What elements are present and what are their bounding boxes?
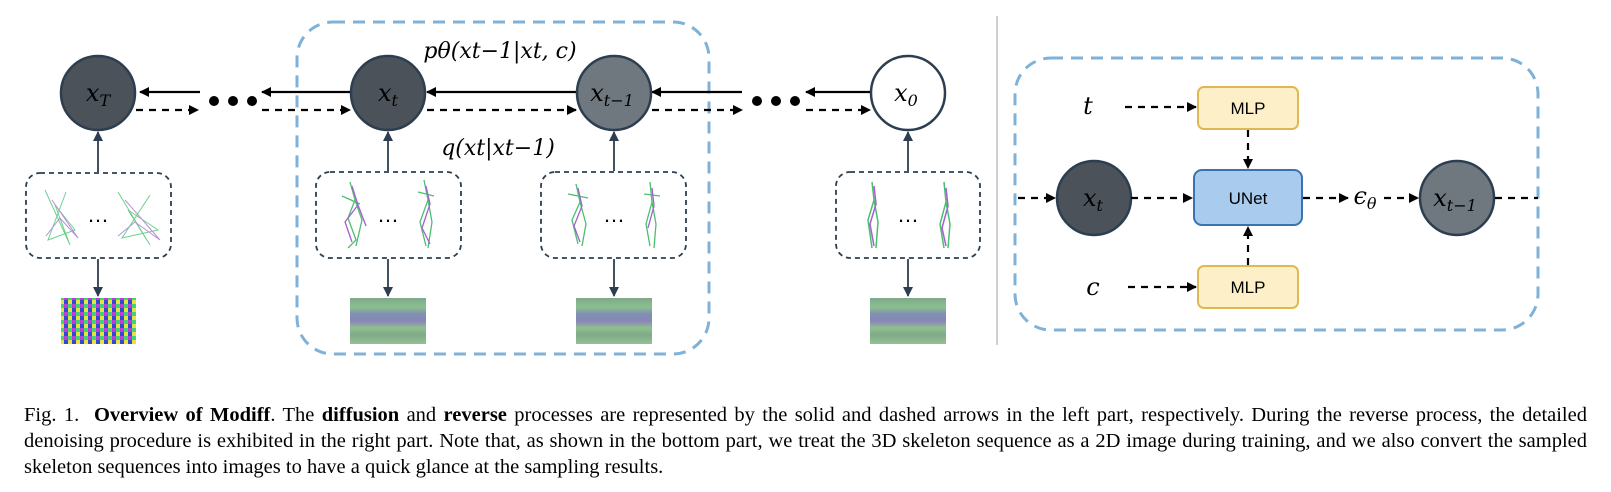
node-out-xt-minus-1: xt−1 bbox=[1418, 159, 1496, 237]
skeleton-box-xt-minus-1: … bbox=[540, 171, 687, 259]
svg-text:MLP: MLP bbox=[1231, 278, 1266, 297]
node-x0: x0 bbox=[869, 54, 947, 132]
ellipsis-right bbox=[752, 96, 800, 106]
denoising-panel bbox=[1013, 56, 1540, 332]
noise-image bbox=[61, 298, 136, 344]
svg-text:…: … bbox=[87, 202, 109, 227]
right-dashed-arrows bbox=[1018, 102, 1538, 292]
sequence-image-xt-minus-1 bbox=[576, 298, 652, 344]
c-label: c bbox=[1086, 273, 1099, 301]
svg-text:…: … bbox=[377, 202, 399, 227]
up-arrows bbox=[93, 131, 913, 172]
sequence-image-x0 bbox=[870, 298, 946, 344]
diffusion-diagram: xT xt xt−1 x0 pθ(xt−1|xt, c) q(xt|xt−1) … bbox=[25, 16, 1540, 356]
q-label: q(xt|xt−1) bbox=[441, 136, 555, 161]
svg-text:…: … bbox=[603, 202, 625, 227]
skeleton-box-xt: … bbox=[315, 171, 462, 259]
svg-text:UNet: UNet bbox=[1229, 189, 1268, 208]
mlp-top: MLP bbox=[1197, 86, 1299, 130]
svg-text:x0: x0 bbox=[894, 79, 918, 110]
node-xt-minus-1: xt−1 bbox=[575, 54, 653, 132]
node-xT: xT bbox=[59, 54, 137, 132]
svg-text:xT: xT bbox=[86, 79, 112, 110]
epsilon-theta-label: ϵθ bbox=[1353, 182, 1376, 213]
svg-text:xt−1: xt−1 bbox=[1433, 184, 1477, 215]
p-theta-label: pθ(xt−1|xt, c) bbox=[423, 39, 576, 64]
reverse-step-region bbox=[295, 20, 711, 356]
svg-text:MLP: MLP bbox=[1231, 99, 1266, 118]
node-in-xt: xt bbox=[1055, 159, 1133, 237]
unet-block: UNet bbox=[1193, 169, 1303, 226]
down-arrows bbox=[93, 259, 913, 297]
svg-text:xt: xt bbox=[1083, 184, 1104, 215]
sequence-image-xt bbox=[350, 298, 426, 344]
svg-text:…: … bbox=[897, 202, 919, 227]
skeleton-box-xT: … bbox=[25, 172, 172, 259]
mlp-bottom: MLP bbox=[1197, 265, 1299, 309]
figure-caption: Fig. 1. Overview of Modiff. The diffusio… bbox=[24, 404, 1587, 478]
svg-text:xt: xt bbox=[378, 79, 399, 110]
ellipsis-left bbox=[209, 96, 257, 106]
svg-text:xt−1: xt−1 bbox=[590, 79, 634, 110]
t-label: t bbox=[1083, 92, 1093, 120]
skeleton-box-x0: … bbox=[835, 171, 981, 259]
node-xt: xt bbox=[349, 54, 427, 132]
